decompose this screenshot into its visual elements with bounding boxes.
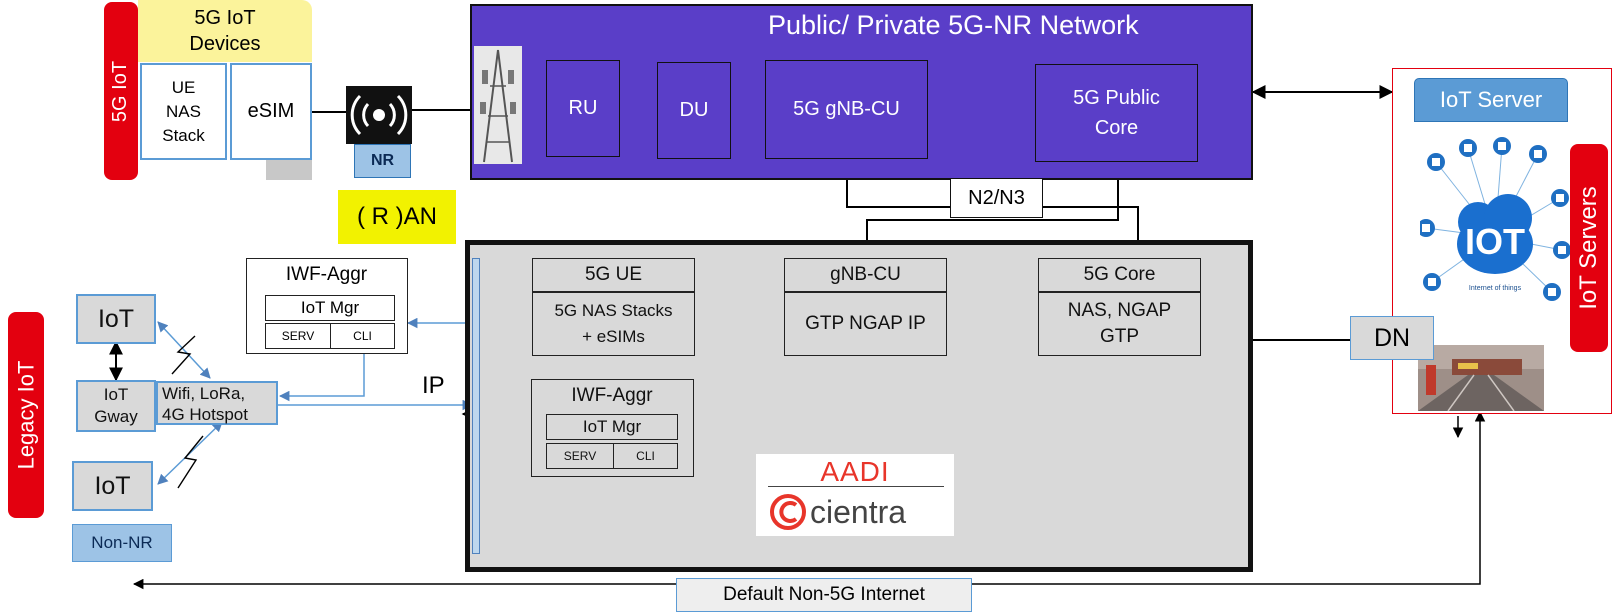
legacy-iot-top: IoT — [76, 294, 156, 344]
devices-header: 5G IoT Devices — [138, 0, 312, 62]
iwf-top-serv: SERV — [265, 323, 331, 349]
public-core-line1: 5G Public — [1073, 87, 1160, 109]
internet-path — [132, 410, 1486, 590]
gnb-body: GTP NGAP IP — [805, 313, 926, 334]
side-label-5g-iot: 5G IoT — [104, 2, 138, 180]
non-nr-label: Non-NR — [91, 533, 153, 552]
iwf-top-title: IWF-Aggr — [285, 264, 368, 285]
wireless-signal-icon — [346, 86, 412, 144]
ue-body-line1: 5G NAS Stacks — [554, 301, 673, 320]
railway-photo-icon — [1418, 345, 1544, 411]
iot-server-header: IoT Server — [1414, 78, 1568, 122]
nr-label: NR — [370, 152, 395, 169]
legacy-iot-bottom: IoT — [72, 461, 153, 511]
iwf-top-box: IWF-Aggr IoT Mgr SERV CLI — [246, 258, 408, 354]
iot-wifi-link-bottom — [157, 421, 223, 485]
ue-line1: UE — [171, 77, 196, 97]
n2n3-label: N2/N3 — [950, 178, 1043, 218]
esim-box: eSIM — [230, 63, 312, 160]
legacy-iot-top-label: IoT — [97, 304, 135, 333]
lightning-icon — [171, 335, 196, 375]
ue-body-box: 5G NAS Stacks + eSIMs — [532, 292, 695, 356]
cloud-graphic: IOT Internet of things — [1417, 137, 1571, 301]
dn-label: DN — [1373, 323, 1411, 352]
ue-body-line2: + eSIMs — [582, 327, 645, 346]
gnb-title-box: gNB-CU — [784, 258, 947, 292]
ru-box: RU — [546, 60, 620, 157]
ue-line2: NAS — [166, 101, 201, 121]
logo-line2: cientra — [810, 493, 907, 530]
ran-label-text: ( R )AN — [357, 203, 437, 230]
legacy-gateway-line2: Gway — [94, 407, 138, 426]
non-nr-badge: Non-NR — [72, 524, 172, 562]
ip-bus-bar — [472, 258, 480, 554]
logo-rule — [768, 486, 944, 487]
public-core-box: 5G Public Core — [1035, 64, 1198, 162]
esim-label: eSIM — [247, 100, 295, 122]
default-internet-label: Default Non-5G Internet — [723, 584, 925, 605]
cloud-text: IOT — [1465, 221, 1525, 262]
legacy-iot-bottom-label: IoT — [94, 471, 131, 500]
core-body-line1: NAS, NGAP — [1067, 300, 1172, 321]
devices-header-line1: 5G IoT — [194, 7, 256, 29]
logo-line1: AADI — [820, 456, 890, 487]
nr-badge: NR — [354, 144, 411, 178]
gnb-cu-box: 5G gNB-CU — [765, 60, 928, 159]
logo-mark-icon — [770, 494, 806, 530]
legacy-wifi-box: Wifi, LoRa, 4G Hotspot — [156, 381, 278, 425]
network-panel — [470, 4, 1253, 180]
iwf-inner-cli: CLI — [613, 443, 678, 469]
legacy-gateway-line1: IoT — [103, 385, 129, 404]
ip-label: IP — [422, 372, 445, 399]
dn-box: DN — [1350, 316, 1434, 360]
network-title: Public/ Private 5G-NR Network — [768, 10, 1139, 40]
cell-tower-graphic — [480, 49, 516, 163]
railway-photo-graphic — [1418, 345, 1544, 411]
cell-tower-icon — [474, 46, 522, 164]
side-label-iot-servers-text: IoT Servers — [1575, 186, 1603, 310]
side-label-legacy-iot: Legacy IoT — [8, 312, 44, 518]
du-label: DU — [679, 99, 709, 121]
core-body-line2: GTP — [1099, 326, 1140, 347]
gnb-title: gNB-CU — [830, 264, 901, 285]
iwf-top-cli: CLI — [330, 323, 395, 349]
core-body-box: NAS, NGAP GTP — [1038, 292, 1201, 356]
iwf-inner-title: IWF-Aggr — [571, 385, 653, 406]
core-title: 5G Core — [1083, 264, 1156, 285]
default-internet-box: Default Non-5G Internet — [676, 578, 972, 612]
legacy-wifi-line1: Wifi, LoRa, — [162, 384, 246, 403]
core-title-box: 5G Core — [1038, 258, 1201, 292]
wireless-signal-graphic — [350, 94, 408, 136]
iot-server-header-label: IoT Server — [1439, 87, 1543, 112]
ue-nas-stack-box: UE NAS Stack — [140, 63, 227, 160]
cli-wifi-link — [278, 348, 365, 402]
iwf-top-mgr: IoT Mgr — [265, 295, 395, 321]
public-core-line2: Core — [1094, 117, 1139, 139]
du-box: DU — [657, 62, 731, 159]
logo-lower: cientra — [768, 490, 944, 534]
iot-wifi-link-top — [157, 321, 211, 379]
devices-header-line2: Devices — [189, 33, 261, 55]
ue-line3: Stack — [162, 125, 205, 145]
ue-title: 5G UE — [584, 264, 643, 285]
legacy-wifi-line2: 4G Hotspot — [162, 405, 248, 424]
ran-label: ( R )AN — [338, 190, 456, 244]
n2n3-label-text: N2/N3 — [968, 186, 1025, 209]
side-label-5g-iot-text: 5G IoT — [109, 60, 132, 122]
gnb-cu-label: 5G gNB-CU — [793, 98, 900, 120]
legacy-gateway: IoT Gway — [76, 380, 156, 432]
aadi-cientra-logo: AADI cientra — [756, 454, 954, 536]
cloud-caption: Internet of things — [1469, 285, 1522, 292]
ue-title-box: 5G UE — [532, 258, 695, 292]
device-photo-strip — [266, 160, 312, 180]
iwf-inner-box: IWF-Aggr IoT Mgr SERV CLI — [531, 379, 694, 477]
n2n3-link-b — [860, 158, 1125, 257]
ru-label: RU — [568, 97, 598, 119]
iwf-inner-serv: SERV — [546, 443, 614, 469]
cloud-icon: IOT Internet of things — [1417, 132, 1571, 342]
gnb-body-box: GTP NGAP IP — [784, 292, 947, 356]
iwf-inner-mgr: IoT Mgr — [546, 414, 678, 440]
side-label-iot-servers: IoT Servers — [1570, 144, 1608, 352]
side-label-legacy-text: Legacy IoT — [13, 360, 38, 470]
